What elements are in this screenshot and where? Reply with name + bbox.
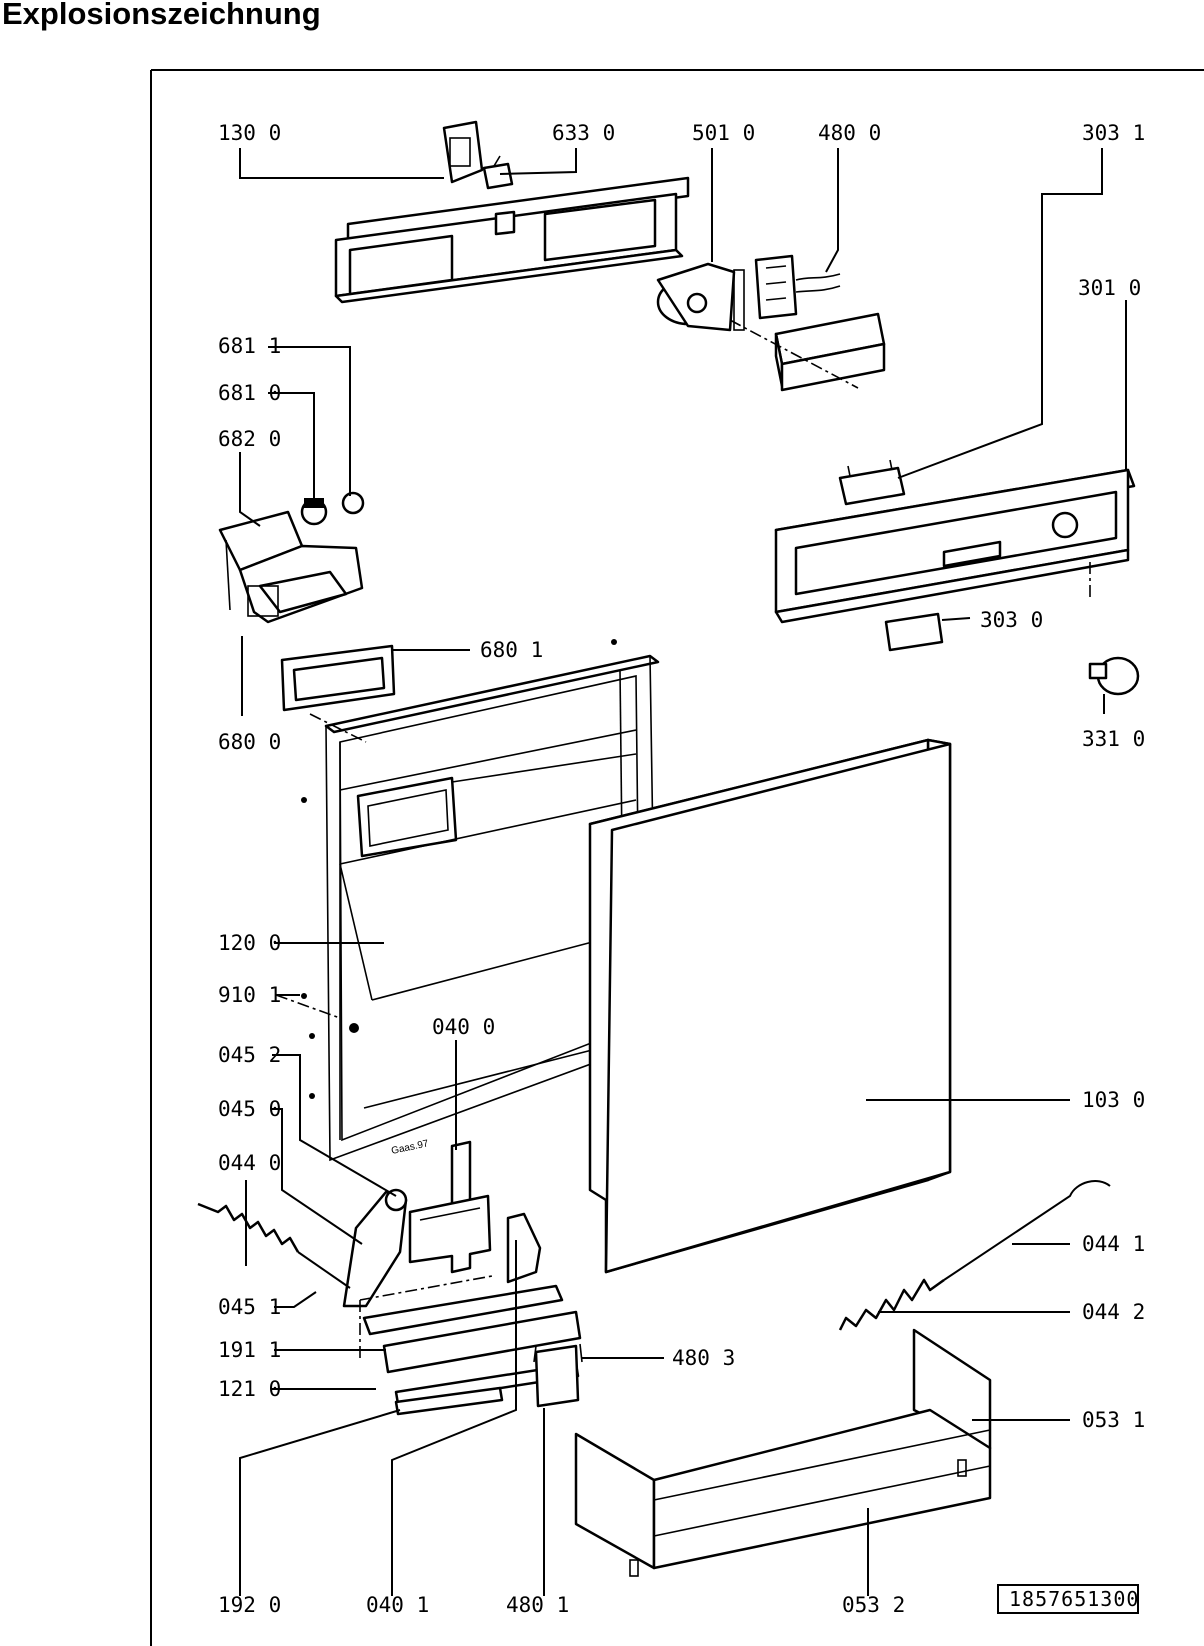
- label-682-0: 682 0: [218, 427, 281, 451]
- small-switch-part: [482, 155, 514, 190]
- label-331-0: 331 0: [1082, 727, 1145, 751]
- label-681-1: 681 1: [218, 334, 281, 358]
- label-680-0: 680 0: [218, 730, 281, 754]
- panel-clip-bottom-part: [884, 612, 944, 652]
- label-121-0: 121 0: [218, 1377, 281, 1401]
- label-044-1: 044 1: [1082, 1232, 1145, 1256]
- outer-door-panel: [588, 738, 952, 1274]
- seal-ring-part: [341, 491, 365, 515]
- leader-130-0: [239, 148, 444, 179]
- panel-bracket: [334, 176, 690, 304]
- leader-192-0: [239, 1409, 401, 1596]
- label-103-0: 103 0: [1082, 1088, 1145, 1112]
- label-191-1: 191 1: [218, 1338, 281, 1362]
- timer-motor-part: [656, 262, 745, 332]
- leader-303-1: [897, 148, 1103, 479]
- leader-480-0: [825, 148, 839, 273]
- knob-part: [1088, 562, 1140, 696]
- label-045-0: 045 0: [218, 1097, 281, 1121]
- leader-682-0: [239, 452, 261, 527]
- dispenser-cap-part: [300, 498, 328, 526]
- label-501-0: 501 0: [692, 121, 755, 145]
- leader-303-0: [941, 617, 971, 621]
- screw-markers: [275, 639, 617, 1099]
- hinge-bracket-part: [408, 1140, 492, 1274]
- label-480-0: 480 0: [818, 121, 881, 145]
- leader-045-1: [274, 1291, 317, 1308]
- label-680-1: 680 1: [480, 638, 543, 662]
- dispenser-gasket-part: [280, 644, 396, 712]
- connector-block-part: [754, 254, 841, 320]
- label-480-3: 480 3: [672, 1346, 735, 1370]
- part-labels: 130 0 633 0 501 0 480 0 303 1 301 0 681 …: [218, 121, 1145, 1617]
- panel-clip-top-part: [838, 459, 906, 506]
- label-910-1: 910 1: [218, 983, 281, 1007]
- label-053-2: 053 2: [842, 1593, 905, 1617]
- label-681-0: 681 0: [218, 381, 281, 405]
- label-040-0: 040 0: [432, 1015, 495, 1039]
- leader-681-0: [268, 392, 315, 498]
- door-switch-part: [442, 120, 484, 184]
- leader-040-1: [391, 1240, 517, 1596]
- label-044-2: 044 2: [1082, 1300, 1145, 1324]
- leader-045-2: [272, 1054, 397, 1197]
- document-reference-box: 1857651300: [997, 1584, 1139, 1614]
- label-045-1: 045 1: [218, 1295, 281, 1319]
- label-045-2: 045 2: [218, 1043, 281, 1067]
- clip-part: [533, 1343, 583, 1408]
- hinge-plate-part: [506, 1212, 542, 1284]
- drawing-note: Gaas.97: [390, 1138, 430, 1157]
- label-192-0: 192 0: [218, 1593, 281, 1617]
- label-480-1: 480 1: [506, 1593, 569, 1617]
- label-303-1: 303 1: [1082, 121, 1145, 145]
- label-633-0: 633 0: [552, 121, 615, 145]
- label-040-1: 040 1: [366, 1593, 429, 1617]
- door-spring-right-part: [838, 1180, 1111, 1331]
- leader-681-1: [268, 346, 351, 496]
- leader-045-0: [272, 1108, 363, 1245]
- page-title: Explosionszeichnung: [2, 0, 321, 31]
- label-130-0: 130 0: [218, 121, 281, 145]
- toe-kick-plinth-part: [574, 1328, 992, 1577]
- document-reference: 1857651300: [1009, 1587, 1139, 1611]
- leader-633-0: [499, 148, 577, 175]
- label-120-0: 120 0: [218, 931, 281, 955]
- label-301-0: 301 0: [1078, 276, 1141, 300]
- door-rail-parts: [359, 1275, 582, 1416]
- label-044-0: 044 0: [218, 1151, 281, 1175]
- detergent-dispenser-part: [218, 510, 364, 624]
- motor-mount-bracket: [729, 312, 886, 392]
- control-panel-fascia: [774, 468, 1136, 624]
- label-053-1: 053 1: [1082, 1408, 1145, 1432]
- label-303-0: 303 0: [980, 608, 1043, 632]
- hinge-arm-part: [342, 1188, 408, 1308]
- door-spring-left-part: [197, 1202, 351, 1289]
- leader-lines: [239, 148, 1127, 1596]
